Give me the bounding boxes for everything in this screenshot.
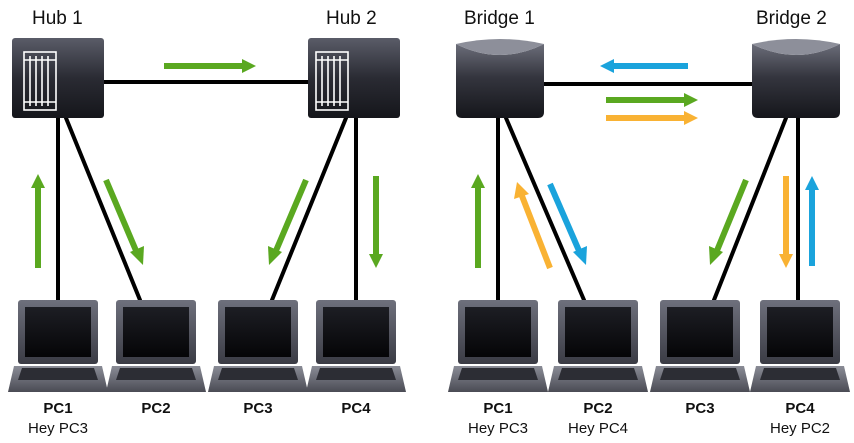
pc-message: Hey PC3 — [468, 420, 528, 437]
green-arrow-right-icon — [606, 93, 698, 107]
pc-name: PC2 — [583, 400, 612, 417]
pc-message: Hey PC3 — [28, 420, 88, 437]
hub-cables — [56, 80, 358, 302]
cable-bridge1-pc2 — [504, 116, 586, 302]
bridge-traffic-arrows — [471, 59, 819, 270]
bridge-cables — [496, 82, 800, 302]
hub-ports-icon — [23, 51, 57, 111]
pc-name: PC2 — [141, 400, 170, 417]
bridge-1: Bridge 1 — [456, 8, 544, 118]
laptop-icon — [548, 300, 648, 392]
cable-hub2-pc3 — [270, 116, 348, 302]
hub-1-label: Hub 1 — [32, 8, 83, 29]
bridge-network: Bridge 1 Bridge 2 — [448, 8, 850, 437]
orange-arrow-right-icon — [606, 111, 698, 125]
hub-icon — [308, 38, 400, 118]
pc-name: PC3 — [243, 400, 272, 417]
blue-arrow-up-icon — [805, 176, 819, 266]
bridge-pc-1: PC1 Hey PC3 — [448, 300, 548, 437]
hub-1: Hub 1 — [12, 8, 104, 118]
bridge-1-label: Bridge 1 — [464, 8, 535, 29]
laptop-icon — [750, 300, 850, 392]
pc-message: Hey PC2 — [770, 420, 830, 437]
bridge-icon — [752, 44, 840, 118]
pc-name: PC4 — [341, 400, 371, 417]
laptop-icon — [106, 300, 206, 392]
green-arrow-up-icon — [31, 174, 45, 268]
green-arrow-right-icon — [164, 59, 256, 73]
hub-pc-3: PC3 — [208, 300, 308, 417]
hub-2: Hub 2 — [308, 8, 400, 118]
green-arrow-down-right-icon — [103, 178, 144, 265]
bridge-2: Bridge 2 — [752, 8, 840, 118]
hub-pc-2: PC2 — [106, 300, 206, 417]
hub-traffic-arrows — [31, 59, 383, 268]
bridge-pc-4: PC4 Hey PC2 — [750, 300, 850, 437]
hub-2-label: Hub 2 — [326, 8, 377, 29]
hub-icon — [12, 38, 104, 118]
laptop-icon — [306, 300, 406, 392]
pc-name: PC1 — [43, 400, 72, 417]
green-arrow-down-left-icon — [268, 178, 309, 265]
pc-name: PC3 — [685, 400, 714, 417]
orange-arrow-up-left-icon — [514, 182, 553, 270]
laptop-icon — [650, 300, 750, 392]
blue-arrow-down-right-icon — [547, 182, 587, 265]
laptop-icon — [448, 300, 548, 392]
laptop-icon — [208, 300, 308, 392]
orange-arrow-down-icon — [779, 176, 793, 268]
hub-network: Hub 1 Hub 2 — [8, 8, 406, 437]
cable-hub1-pc2 — [64, 116, 142, 302]
laptop-icon — [8, 300, 108, 392]
pc-name: PC4 — [785, 400, 815, 417]
green-arrow-up-icon — [471, 174, 485, 268]
bridge-icon — [456, 44, 544, 118]
pc-message: Hey PC4 — [568, 420, 628, 437]
green-arrow-down-icon — [369, 176, 383, 268]
green-arrow-down-left-icon — [709, 178, 749, 265]
blue-arrow-left-icon — [600, 59, 688, 73]
pc-name: PC1 — [483, 400, 512, 417]
hub-ports-icon — [315, 51, 349, 111]
bridge-pc-2: PC2 Hey PC4 — [548, 300, 648, 437]
bridge-pc-3: PC3 — [650, 300, 750, 417]
cable-bridge2-pc3 — [712, 116, 788, 302]
hub-pc-1: PC1 Hey PC3 — [8, 300, 108, 437]
hub-pc-4: PC4 — [306, 300, 406, 417]
bridge-2-label: Bridge 2 — [756, 8, 827, 29]
